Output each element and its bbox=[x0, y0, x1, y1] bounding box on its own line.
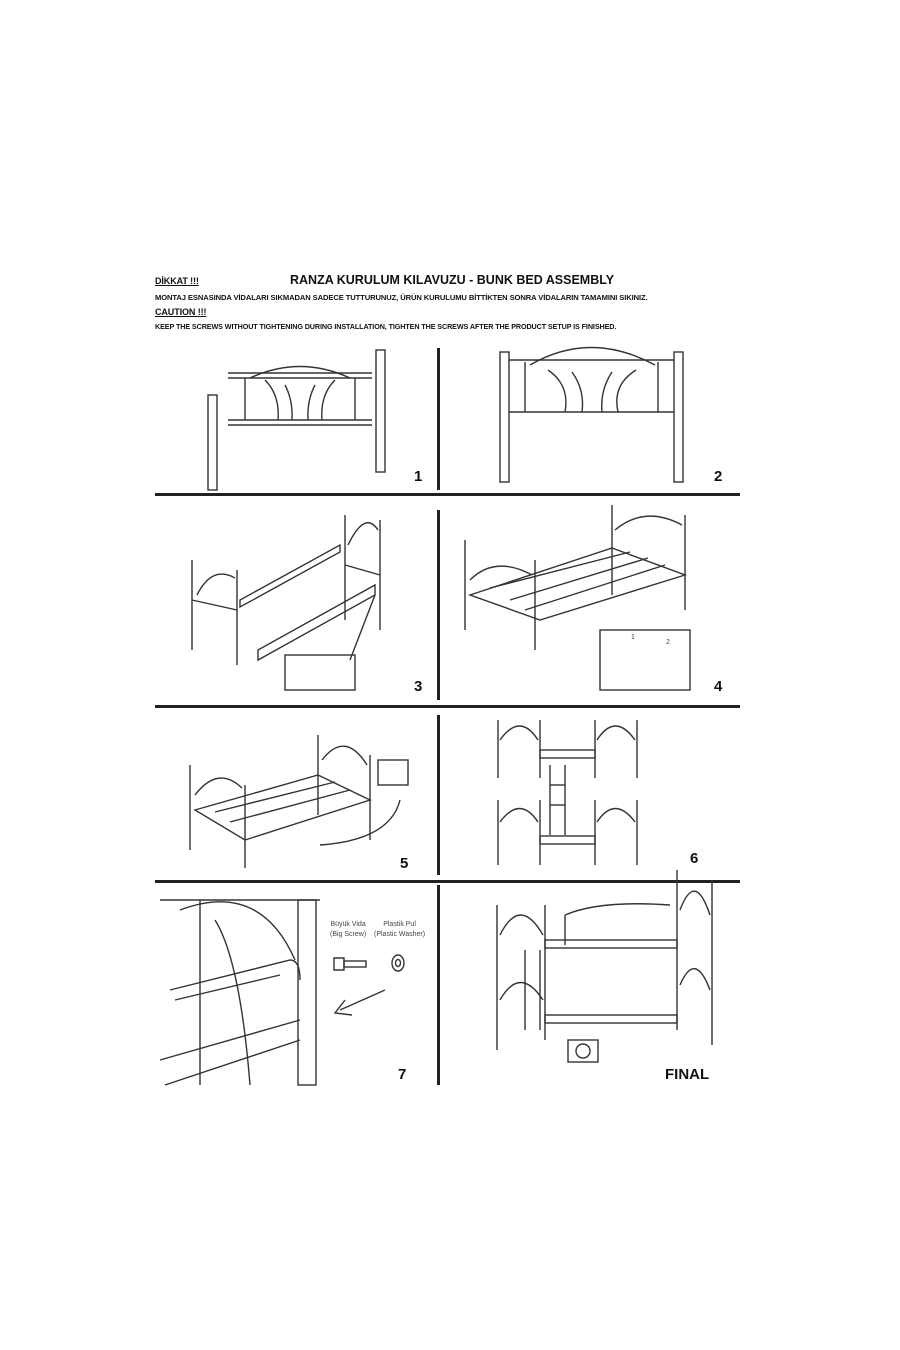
big-screw-label-tr: Büyük Vida bbox=[330, 921, 366, 928]
washer-label-en: (Plastic Washer) bbox=[374, 931, 426, 938]
big-screw-label: Büyük Vida (Big Screw) bbox=[330, 920, 366, 940]
step-number: 2 bbox=[714, 468, 723, 485]
divider bbox=[155, 880, 740, 883]
step-number: 7 bbox=[398, 1066, 407, 1083]
instruction-tr: MONTAJ ESNASINDA VİDALARI SIKMADAN SADEC… bbox=[155, 293, 648, 302]
divider bbox=[437, 348, 440, 490]
step-number: 3 bbox=[414, 678, 423, 695]
instruction-en: KEEP THE SCREWS WITHOUT TIGHTENING DURIN… bbox=[155, 322, 617, 331]
step-number: 4 bbox=[714, 678, 723, 695]
callout-1: 1 bbox=[631, 634, 635, 641]
divider bbox=[437, 885, 440, 1085]
divider bbox=[437, 510, 440, 700]
washer-label-tr: Plastik Pul bbox=[383, 921, 416, 928]
divider bbox=[155, 493, 740, 496]
divider bbox=[155, 705, 740, 708]
step-label-final: FINAL bbox=[665, 1066, 710, 1083]
step-number: 6 bbox=[690, 850, 699, 867]
step-number: 1 bbox=[414, 468, 423, 485]
page-title: RANZA KURULUM KILAVUZU - BUNK BED ASSEMB… bbox=[290, 273, 615, 287]
callout-2: 2 bbox=[666, 639, 670, 646]
divider bbox=[437, 715, 440, 875]
warning-label-tr: DİKKAT !!! bbox=[155, 276, 199, 286]
washer-label: Plastik Pul (Plastic Washer) bbox=[374, 920, 425, 940]
big-screw-label-en: (Big Screw) bbox=[330, 931, 367, 938]
step-number: 5 bbox=[400, 855, 409, 872]
warning-label-en: CAUTION !!! bbox=[155, 307, 207, 317]
